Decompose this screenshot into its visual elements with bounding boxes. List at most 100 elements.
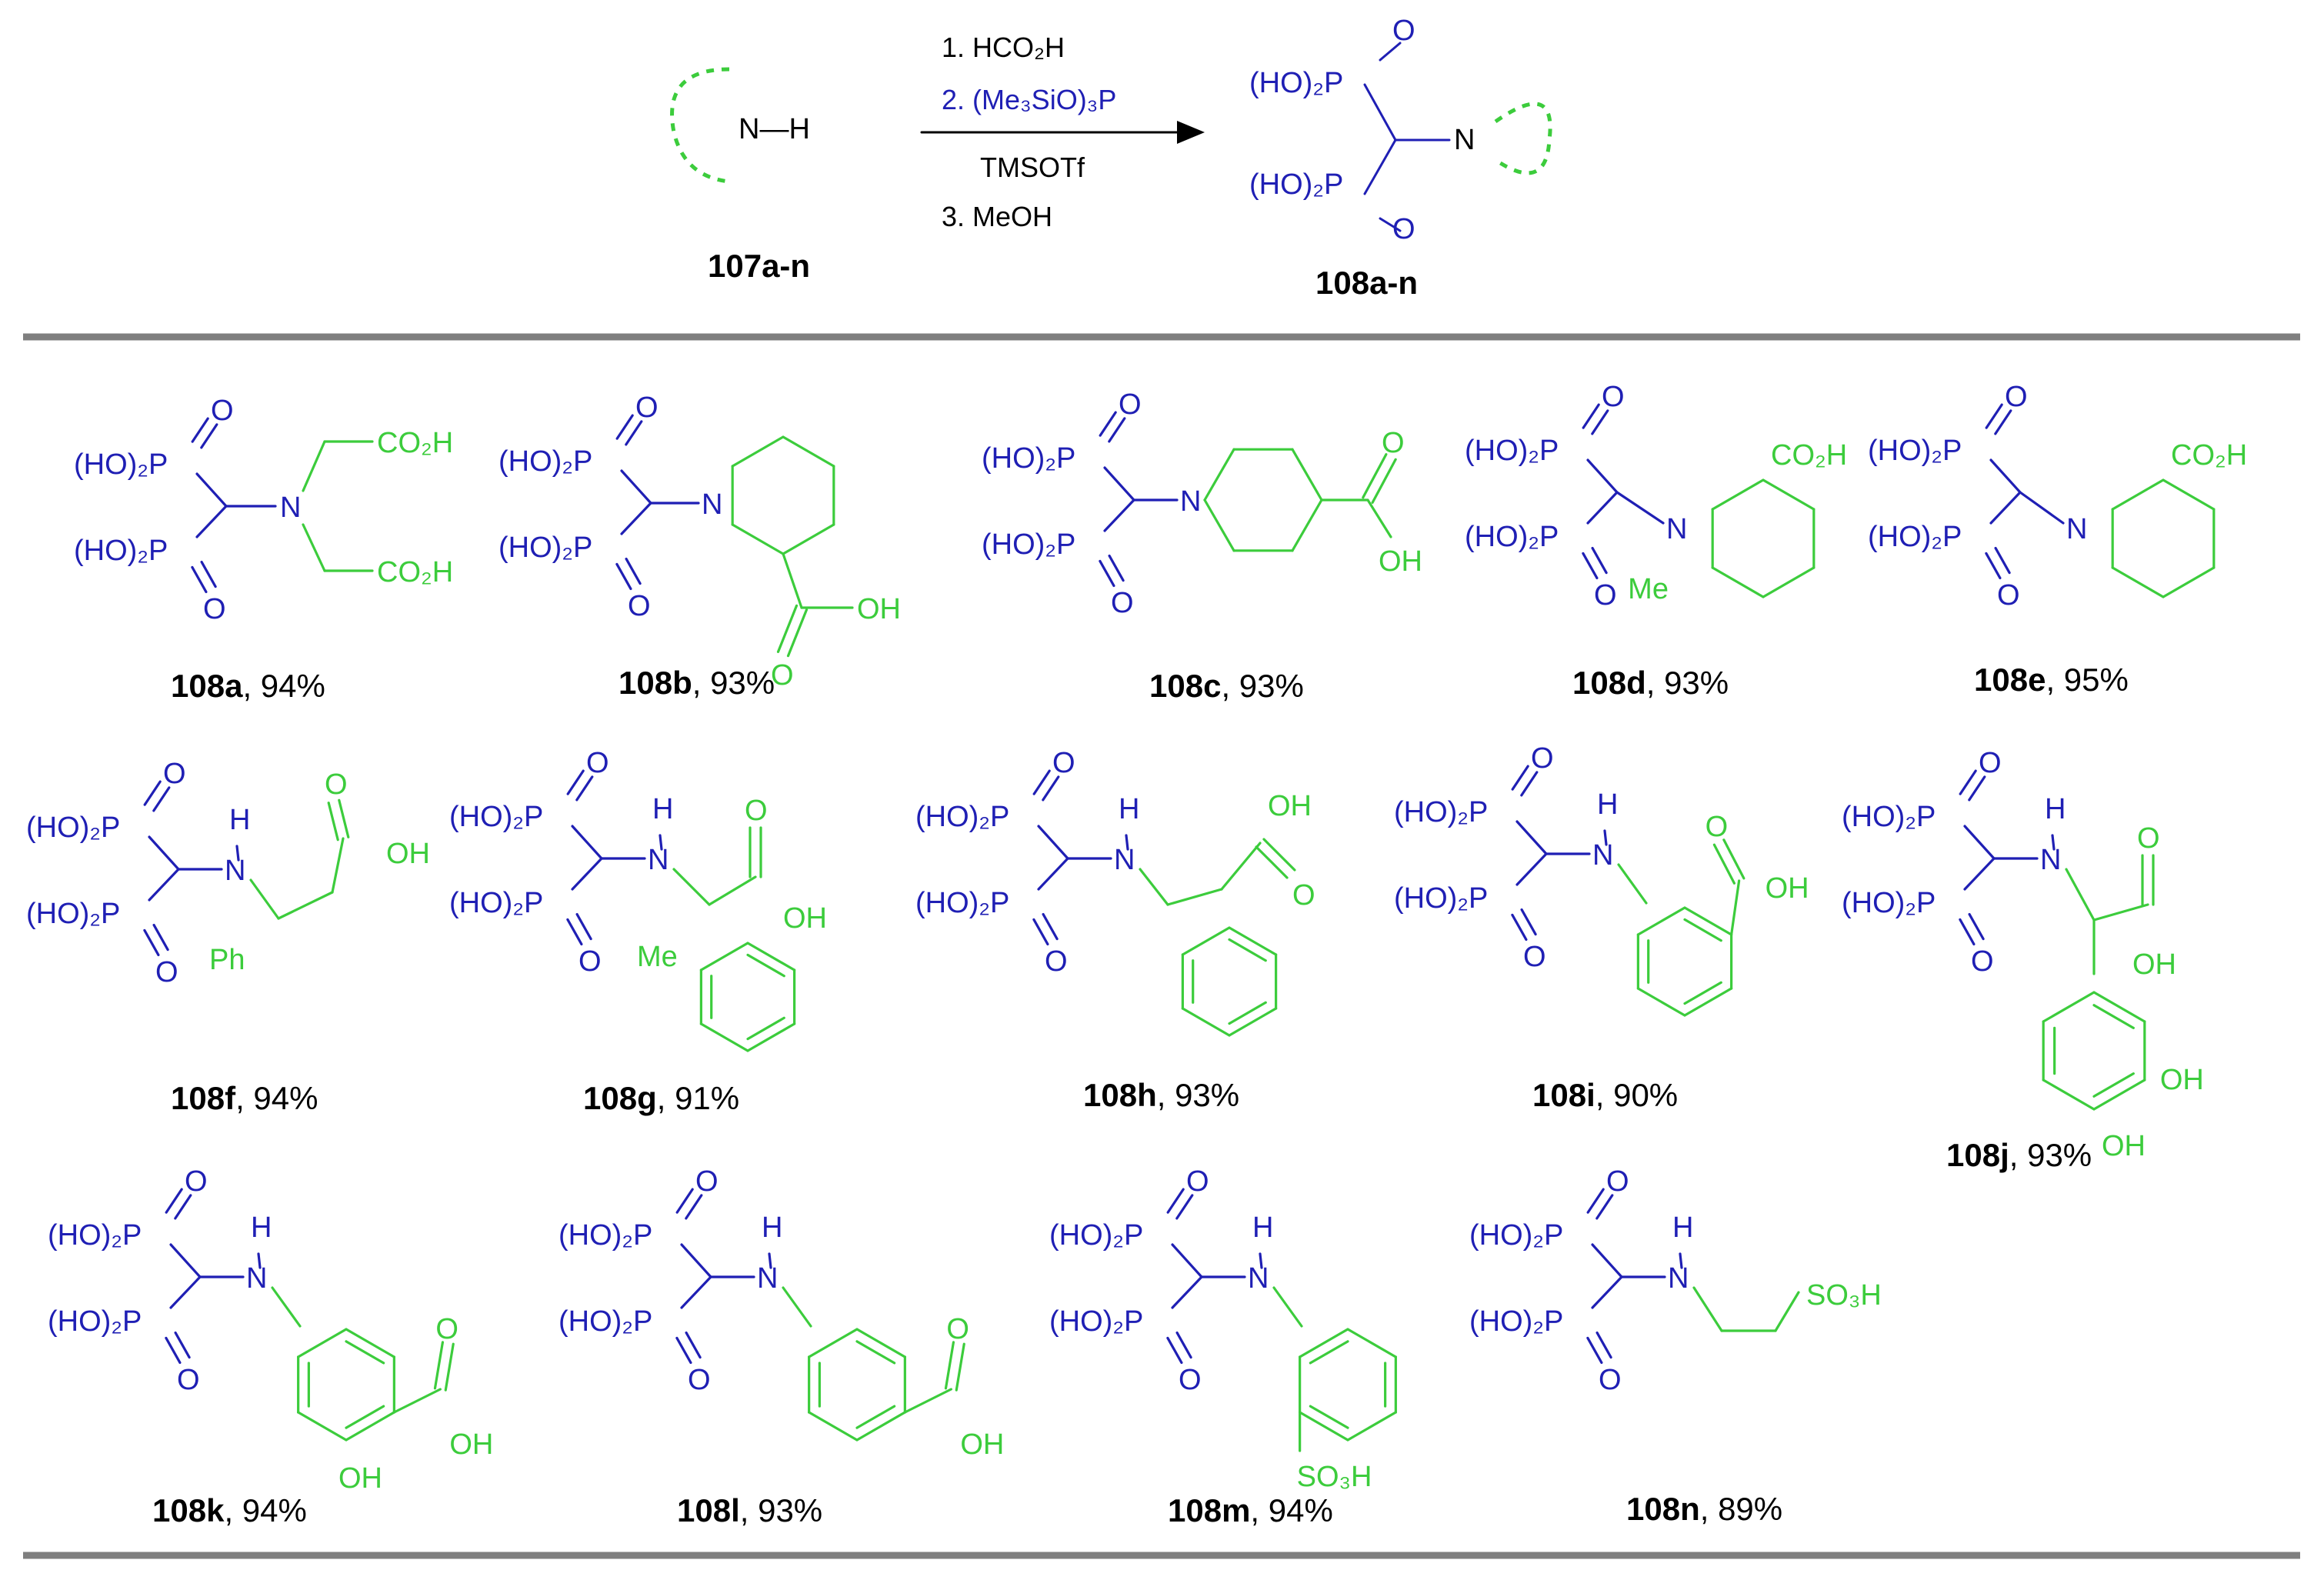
ring-bond (1181, 926, 1231, 956)
ring-dashed-arc (1494, 102, 1552, 175)
n-label: N (702, 488, 722, 521)
bond (257, 1252, 262, 1269)
bond (1272, 1286, 1303, 1328)
o-label: O (635, 392, 659, 424)
ring-bond (699, 942, 749, 972)
h-label: H (652, 793, 673, 825)
bond (1615, 491, 1665, 525)
caption-108l: 108l, 93% (677, 1492, 822, 1528)
o-label: O (211, 395, 234, 427)
caption-108a: 108a, 94% (171, 668, 325, 704)
caption-108m: 108m, 94% (1168, 1492, 1333, 1528)
double-bond (776, 604, 799, 654)
double-bond (566, 918, 583, 946)
double-bond (1108, 554, 1125, 582)
p-label: (HO)₂P (498, 532, 592, 564)
o-label: O (1119, 388, 1142, 421)
step-1: 1. HCO₂H (942, 32, 1065, 63)
atom-label: OH (2102, 1130, 2146, 1162)
double-bond (675, 1336, 692, 1365)
n-label: N (1248, 1262, 1269, 1295)
svg-text:108a-n: 108a-n (1315, 265, 1418, 301)
double-bond (200, 423, 218, 449)
n-label: N (225, 855, 245, 887)
p-label: (HO)₂P (1842, 801, 1936, 833)
bond (768, 1252, 772, 1269)
p-label: (HO)₂P (915, 887, 1009, 919)
p-label: (HO)₂P (558, 1305, 652, 1338)
ring-bond (1203, 498, 1235, 552)
o-label: O (1531, 742, 1554, 775)
p-label: (HO)₂P (1868, 435, 1962, 467)
ring-bond (731, 435, 785, 468)
o-label: O (177, 1364, 200, 1396)
bond (331, 837, 345, 894)
o-label: O (1186, 1165, 1209, 1198)
atom-label: Ph (209, 944, 245, 976)
o-label: O (628, 590, 651, 622)
caption-108h: 108h, 93% (1083, 1077, 1239, 1113)
double-bond (615, 414, 634, 440)
double-bond (1959, 918, 1976, 946)
p-label: (HO)₂P (1394, 882, 1488, 915)
bond (195, 472, 228, 508)
double-bond (1042, 775, 1060, 802)
ring-bond (345, 1411, 395, 1442)
step-2-catalyst: TMSOTf (980, 152, 1085, 183)
n-label: N (1666, 513, 1687, 545)
atom-label: CO₂H (2171, 439, 2247, 472)
double-bond (327, 802, 339, 842)
caption-108n: 108n, 89% (1626, 1491, 1782, 1527)
bond (1259, 1252, 1263, 1269)
bond (1220, 842, 1262, 891)
ring-bond (855, 1411, 906, 1442)
p-label: (HO)₂P (1469, 1219, 1563, 1252)
nh-label: N—H (739, 113, 810, 145)
aromatic-bond (746, 953, 785, 978)
bond (1679, 1252, 1683, 1269)
double-bond (625, 420, 643, 446)
atom-label: OH (1766, 872, 1809, 905)
double-bond (152, 923, 169, 952)
n-label: N (1592, 839, 1613, 872)
double-bond (1371, 458, 1397, 504)
double-bond (625, 557, 642, 585)
atom-label: O (1705, 811, 1729, 843)
p-label: (HO)₂P (1842, 887, 1936, 919)
double-bond (1166, 1336, 1183, 1365)
double-bond (1520, 771, 1539, 797)
double-bond (1595, 1194, 1614, 1220)
double-bond (165, 1188, 183, 1214)
bond (1037, 825, 1069, 860)
o-label: O (163, 758, 186, 790)
atom-label: O (1382, 427, 1405, 459)
caption-108g: 108g, 91% (583, 1080, 739, 1116)
aromatic-bond (2092, 1072, 2135, 1098)
double-bond (1255, 845, 1289, 879)
double-bond (1968, 775, 1986, 802)
double-bond (575, 912, 592, 941)
h-label: H (1597, 788, 1618, 821)
double-bond (1722, 838, 1746, 880)
double-bond (143, 780, 162, 806)
double-bond (1985, 552, 2002, 580)
double-bond (1511, 765, 1529, 791)
p-label: (HO)₂P (48, 1219, 142, 1252)
ring-bond (1203, 448, 1235, 502)
ring-bond (808, 1411, 859, 1442)
bond (782, 552, 803, 609)
double-bond (1175, 1331, 1192, 1359)
ring-bond (2042, 1078, 2096, 1111)
o-label: O (155, 956, 178, 988)
reaction-arrow-group: 1. HCO₂H 2. (Me₃SiO)₃P TMSOTf 3. MeOH (920, 32, 1205, 232)
bond (271, 1286, 302, 1328)
svg-text:(HO)₂P: (HO)₂P (1249, 67, 1343, 99)
bond (169, 1275, 202, 1309)
ring-bond (345, 1328, 395, 1358)
p-label: (HO)₂P (48, 1305, 142, 1338)
o-label: O (695, 1165, 719, 1198)
